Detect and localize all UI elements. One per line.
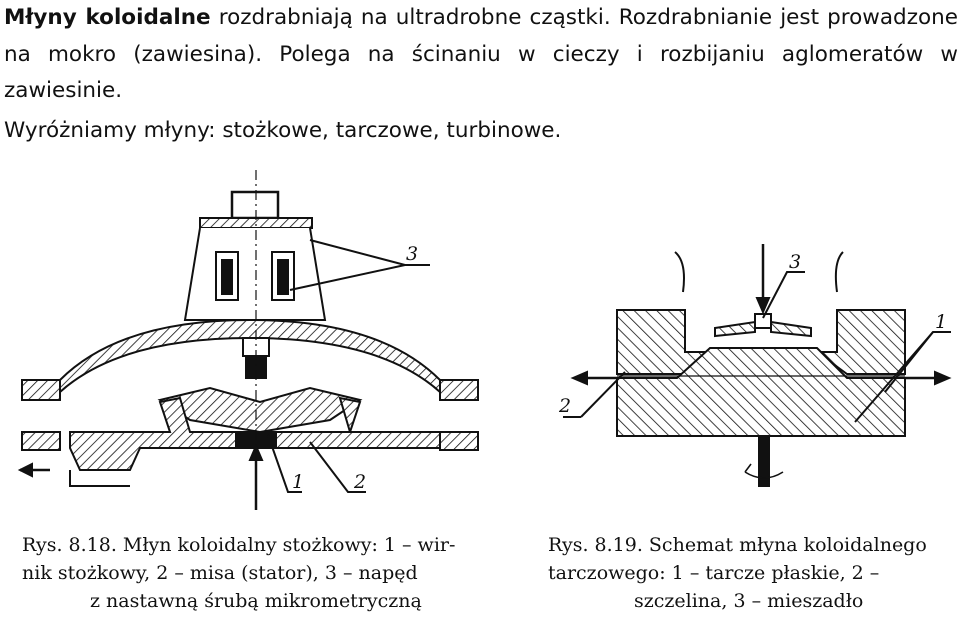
intro-body: rozdrabniają na ultradrobne cząstki. Roz… [4, 5, 958, 103]
caption-line: Rys. 8.19. Schemat młyna koloidalnego [548, 534, 927, 556]
caption-figure-8-19: Rys. 8.19. Schemat młyna koloidalnego ta… [548, 531, 958, 615]
label-1: 1 [292, 471, 304, 493]
intro-paragraph: Młyny koloidalne rozdrabniają na ultradr… [4, 0, 958, 110]
label-3: 3 [789, 251, 801, 273]
label-2: 2 [353, 471, 366, 493]
figure-cone-mill: 3 1 2 [17, 170, 479, 510]
caption-figure-8-18: Rys. 8.18. Młyn koloidalny stożkowy: 1 –… [22, 531, 492, 615]
label-2: 2 [558, 395, 571, 417]
figure-disc-mill: 3 1 2 [558, 244, 952, 487]
mill-types-line: Wyróżniamy młyny: stożkowe, tarczowe, tu… [4, 117, 562, 143]
intro-text: Młyny koloidalne rozdrabniają na ultradr… [4, 0, 958, 149]
caption-line: Rys. 8.18. Młyn koloidalny stożkowy: 1 –… [22, 534, 456, 556]
caption-line: nik stożkowy, 2 – misa (stator), 3 – nap… [22, 562, 418, 584]
caption-line: tarczowego: 1 – tarcze płaskie, 2 – [548, 562, 880, 584]
label-1: 1 [935, 311, 947, 333]
caption-line: z nastawną śrubą mikrometryczną [90, 590, 422, 612]
bold-term: Młyny koloidalne [4, 5, 211, 30]
label-3: 3 [406, 243, 418, 265]
caption-line: szczelina, 3 – mieszadło [634, 590, 864, 612]
